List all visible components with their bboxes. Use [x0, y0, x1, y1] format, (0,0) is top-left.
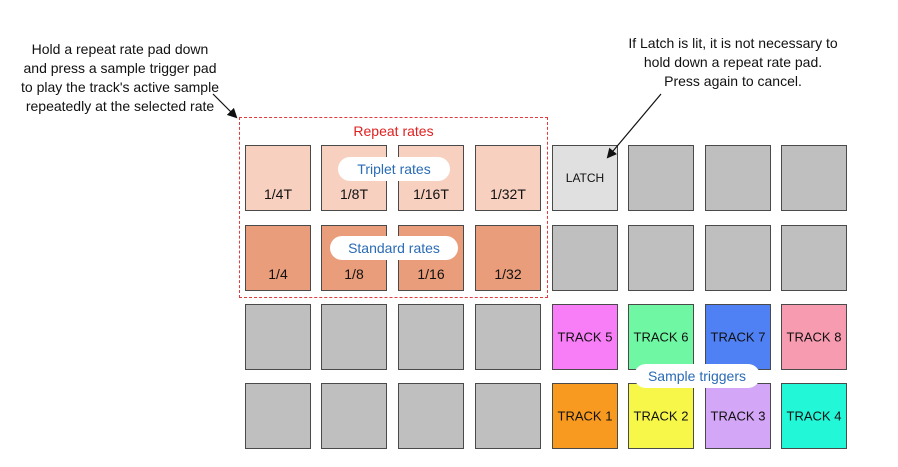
pad-label: LATCH — [565, 171, 605, 185]
pad-empty-r3c1[interactable] — [245, 304, 311, 370]
pad-empty-r3c4[interactable] — [475, 304, 541, 370]
pad-track-3[interactable]: TRACK 3 — [705, 383, 771, 449]
pad-label: 1/4 — [268, 266, 288, 282]
pad-label: TRACK 1 — [557, 408, 613, 424]
pad-empty-r3c2[interactable] — [321, 304, 387, 370]
pad-empty-r4c4[interactable] — [475, 383, 541, 449]
latch-arrow — [606, 93, 662, 159]
sample-triggers-label: Sample triggers — [634, 364, 760, 388]
pad-1-32t[interactable]: 1/32T — [475, 145, 541, 211]
pad-track-2[interactable]: TRACK 2 — [628, 383, 694, 449]
repeat-rates-title: Repeat rates — [353, 123, 434, 139]
repeat-rates-group-box — [239, 117, 548, 298]
pad-empty-r1c7[interactable] — [705, 145, 771, 211]
pad-label: 1/16 — [417, 266, 445, 282]
pad-track-4[interactable]: TRACK 4 — [781, 383, 847, 449]
pad-empty-r2c7[interactable] — [705, 225, 771, 291]
pad-empty-r2c8[interactable] — [781, 225, 847, 291]
pad-label: TRACK 7 — [710, 329, 766, 345]
pad-empty-r3c3[interactable] — [398, 304, 464, 370]
triplet-rates-label: Triplet rates — [338, 157, 450, 181]
pad-label: TRACK 4 — [786, 408, 842, 424]
pad-label: 1/32T — [490, 186, 526, 202]
left-instruction-note: Hold a repeat rate pad down and press a … — [21, 41, 219, 114]
pad-label: 1/32 — [494, 266, 522, 282]
pad-1-32[interactable]: 1/32 — [475, 225, 541, 291]
pad-track-6[interactable]: TRACK 6 — [628, 304, 694, 370]
pad-label: TRACK 3 — [710, 408, 766, 424]
pad-1-4[interactable]: 1/4 — [245, 225, 311, 291]
right-instruction-note: If Latch is lit, it is not necessary to … — [628, 35, 838, 89]
left-note-arrow — [212, 93, 238, 119]
pad-track-5[interactable]: TRACK 5 — [552, 304, 618, 370]
pad-empty-r2c6[interactable] — [628, 225, 694, 291]
pad-track-1[interactable]: TRACK 1 — [552, 383, 618, 449]
pad-empty-r2c5[interactable] — [552, 225, 618, 291]
pad-label: 1/16T — [413, 186, 449, 202]
pad-label: 1/8 — [344, 266, 364, 282]
pad-label: TRACK 5 — [557, 329, 613, 345]
pad-empty-r1c8[interactable] — [781, 145, 847, 211]
pad-1-4t[interactable]: 1/4T — [245, 145, 311, 211]
pad-empty-r4c1[interactable] — [245, 383, 311, 449]
pad-track-8[interactable]: TRACK 8 — [781, 304, 847, 370]
pad-label: 1/8T — [339, 186, 368, 202]
pad-label: 1/4T — [263, 186, 292, 202]
pad-label: TRACK 6 — [633, 329, 689, 345]
pad-empty-r1c6[interactable] — [628, 145, 694, 211]
pad-empty-r4c2[interactable] — [321, 383, 387, 449]
pad-track-7[interactable]: TRACK 7 — [705, 304, 771, 370]
standard-rates-label: Standard rates — [330, 236, 458, 260]
pad-label: TRACK 8 — [786, 329, 842, 345]
pad-empty-r4c3[interactable] — [398, 383, 464, 449]
pad-label: TRACK 2 — [633, 408, 689, 424]
